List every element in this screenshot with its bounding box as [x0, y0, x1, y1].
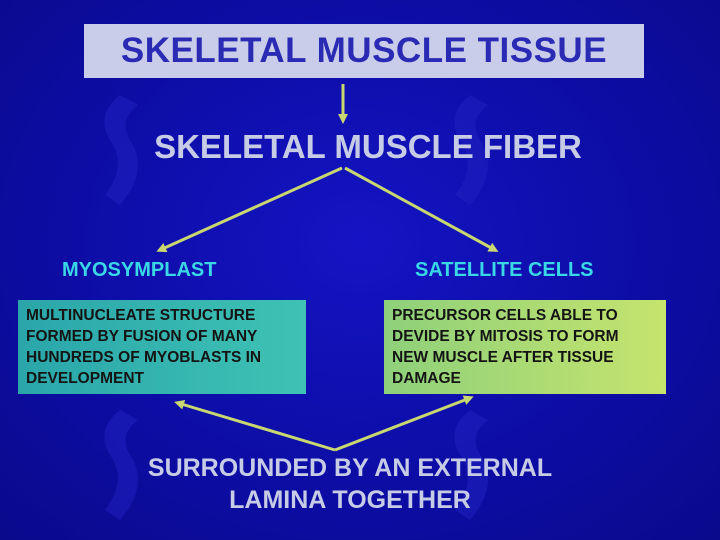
title-box: SKELETAL MUSCLE TISSUE	[84, 24, 644, 78]
satellite-cells-description-line: DAMAGE	[392, 370, 461, 387]
myosymplast-description-line: FORMED BY FUSION OF MANY	[26, 328, 258, 345]
arrow-fiber-to-myosymplast	[156, 166, 343, 253]
myosymplast-description-line: DEVELOPMENT	[26, 370, 144, 387]
arrow-footer-to-right-box	[334, 395, 474, 452]
external-lamina-text-line-2: LAMINA TOGETHER	[229, 486, 471, 514]
myosymplast-description-line: HUNDREDS OF MYOBLASTS IN	[26, 349, 262, 366]
myosymplast-label: MYOSYMPLAST	[62, 259, 217, 281]
satellite-cells-description-line: PRECURSOR CELLS ABLE TO	[392, 307, 618, 324]
arrow-footer-to-left-box	[174, 399, 336, 452]
myosymplast-description-box: MULTINUCLEATE STRUCTURE FORMED BY FUSION…	[18, 300, 306, 394]
satellite-cells-description-line: NEW MUSCLE AFTER TISSUE	[392, 349, 614, 366]
slide-title: SKELETAL MUSCLE TISSUE	[120, 31, 608, 70]
satellite-cells-description-line: DEVIDE BY MITOSIS TO FORM	[392, 328, 619, 345]
satellite-cells-description-box: PRECURSOR CELLS ABLE TO DEVIDE BY MITOSI…	[384, 300, 666, 394]
satellite-cells-label: SATELLITE CELLS	[415, 259, 594, 281]
myosymplast-description-line: MULTINUCLEATE STRUCTURE	[26, 307, 256, 324]
external-lamina-text-line-1: SURROUNDED BY AN EXTERNAL	[147, 454, 553, 482]
muscle-fiber-heading: SKELETAL MUSCLE FIBER	[154, 128, 582, 165]
arrow-fiber-to-satellite	[344, 166, 499, 252]
